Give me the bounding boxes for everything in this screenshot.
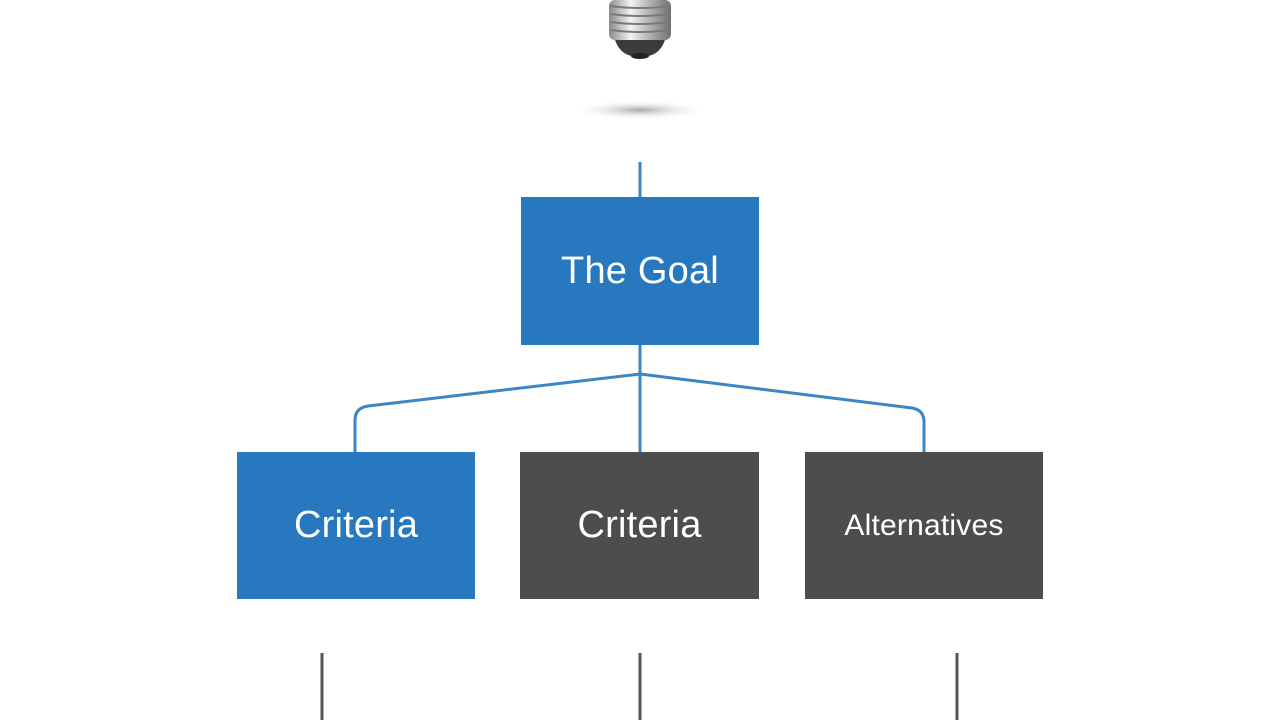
alternatives-box: Alternatives <box>805 452 1043 599</box>
connector-goal-criteria-1 <box>353 372 641 452</box>
criteria-label-2: Criteria <box>577 504 702 546</box>
connector-goal-alternatives <box>639 372 926 452</box>
criteria-box-2: Criteria <box>520 452 759 599</box>
light-bulb-icon <box>572 0 708 120</box>
goal-label: The Goal <box>561 249 719 292</box>
criteria-label-1: Criteria <box>293 504 419 546</box>
criteria-box-1: Criteria <box>237 452 475 599</box>
goal-box: The Goal <box>521 197 759 345</box>
alternatives-label: Alternatives <box>844 508 1004 542</box>
